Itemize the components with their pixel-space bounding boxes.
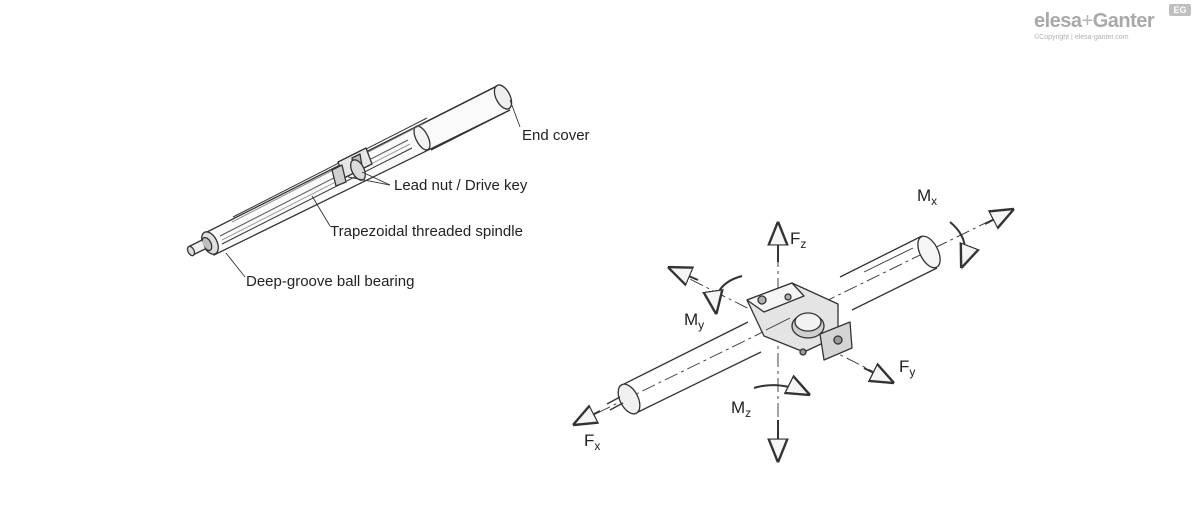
label-end-cover: End cover (522, 127, 590, 144)
mx-moment-arrow (949, 221, 965, 266)
fx-rear-arrow (984, 210, 1012, 224)
tube-rear-end (917, 235, 941, 269)
label-mx: Mx (917, 186, 938, 208)
label-mz: Mz (731, 398, 752, 420)
label-bearing: Deep-groove ball bearing (246, 273, 415, 290)
label-spindle: Trapezoidal threaded spindle (330, 223, 523, 240)
mz-moment-arrow (753, 385, 808, 394)
load-diagram (575, 210, 1012, 462)
brand-name: elesa+Ganter (1034, 10, 1155, 32)
leader-lead-nut (361, 171, 391, 186)
label-fx: Fx (584, 431, 601, 453)
my-axis-arrow (670, 268, 699, 280)
actuator-cutaway (186, 84, 521, 278)
end-cover-cap (493, 84, 513, 110)
carriage-clamp (746, 282, 853, 361)
tube-front-end (617, 383, 641, 415)
label-fz: Fz (790, 229, 807, 251)
leader-end-cover (509, 99, 521, 128)
brand-logo: elesa+Ganter EG ©Copyright | elesa-gante… (1034, 4, 1194, 50)
label-my: My (684, 310, 705, 332)
leader-spindle (311, 195, 331, 227)
leader-bearing (225, 252, 246, 278)
brand-badge: EG (1169, 4, 1191, 16)
brand-copyright: ©Copyright | elesa-ganter.com (1034, 34, 1129, 41)
fy-arrow (863, 368, 892, 382)
my-moment-arrow (716, 275, 743, 312)
y-axis-centerline (667, 267, 891, 381)
fx-arrow (575, 411, 601, 424)
label-lead-nut: Lead nut / Drive key (394, 177, 528, 194)
label-fy: Fy (899, 357, 916, 379)
